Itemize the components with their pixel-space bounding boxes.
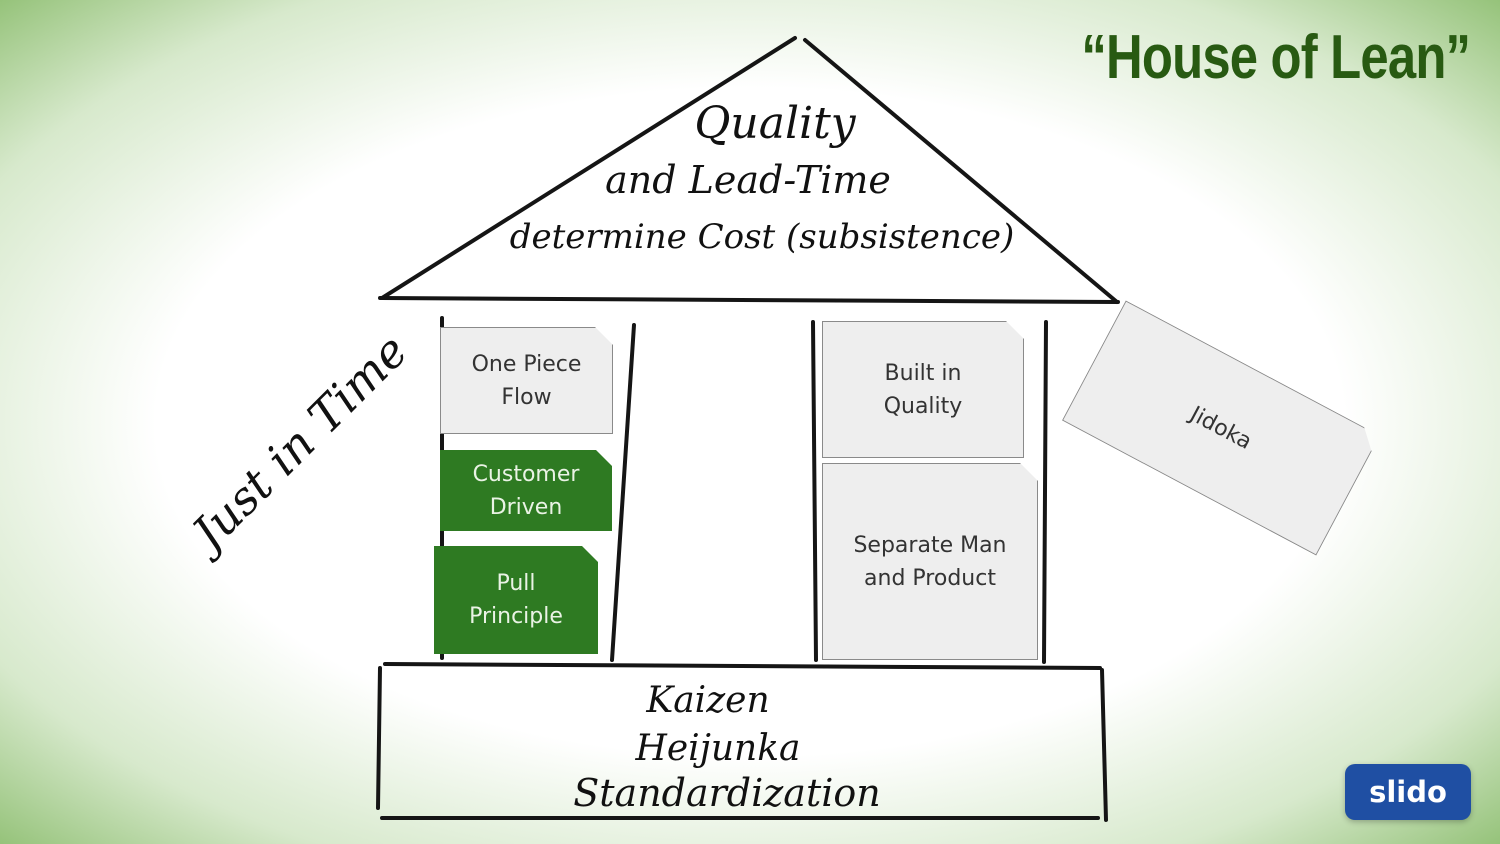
slide-title: “House of Lean” (1081, 23, 1471, 92)
card-separate-man-and-product: Separate Man and Product (822, 463, 1038, 660)
foundation-text-standardization: Standardization (573, 771, 881, 815)
card-built-in-quality-text: Built in Quality (883, 360, 963, 419)
roof-outline (378, 36, 1120, 304)
roof-text-cost: determine Cost (subsistence) (510, 217, 1015, 257)
card-built-in-quality: Built in Quality (822, 321, 1024, 458)
foundation-text-heijunka: Heijunka (634, 728, 800, 769)
slido-badge[interactable]: slido (1345, 764, 1471, 820)
foundation-text-kaizen: Kaizen (645, 680, 769, 721)
card-one-piece-flow: One Piece Flow (440, 327, 613, 434)
roof-text-lead-time: and Lead-Time (605, 158, 891, 202)
card-pull-principle-text: Pull Principle (469, 571, 563, 629)
card-separate-man-text: Separate Man and Product (853, 532, 1007, 591)
card-customer-driven-text: Customer Driven (472, 461, 580, 520)
card-customer-driven: Customer Driven (440, 450, 612, 531)
card-pull-principle: Pull Principle (434, 546, 598, 654)
card-one-piece-flow-text: One Piece Flow (471, 351, 582, 410)
foundation-outline (376, 662, 1108, 822)
roof-text-quality: Quality (694, 98, 856, 149)
card-jidoka-text: Jidoka (1186, 401, 1256, 455)
